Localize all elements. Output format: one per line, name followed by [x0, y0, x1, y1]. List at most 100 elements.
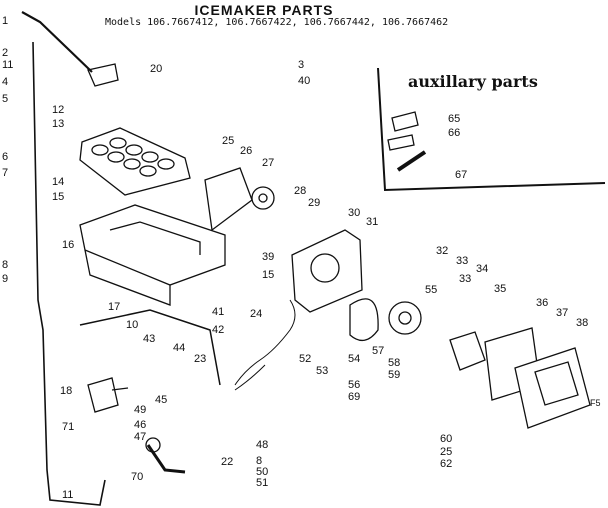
callout-36: 36	[536, 297, 548, 309]
callout-58: 58	[388, 357, 400, 369]
icemaker-housing	[79, 204, 226, 306]
callout-8: 8	[256, 455, 262, 467]
callout-2: 2	[2, 47, 8, 59]
callout-43: 43	[143, 333, 155, 345]
callout-56: 56	[348, 379, 360, 391]
model-numbers: Models 106.7667412, 106.7667422, 106.766…	[105, 17, 449, 28]
callout-44: 44	[173, 342, 185, 354]
timing-cam	[388, 301, 422, 335]
corner-mark: F5	[590, 398, 601, 408]
callout-13: 13	[52, 118, 64, 130]
callout-70: 70	[131, 471, 143, 483]
callout-37: 37	[556, 307, 568, 319]
callout-6: 6	[2, 151, 8, 163]
callout-62: 62	[440, 458, 452, 470]
callout-32: 32	[436, 245, 448, 257]
callout-23: 23	[194, 353, 206, 365]
callout-69: 69	[348, 391, 360, 403]
callout-25: 25	[222, 135, 234, 147]
callout-10: 10	[126, 319, 138, 331]
callout-14: 14	[52, 176, 64, 188]
callout-15: 15	[262, 269, 274, 281]
drive-gear	[251, 186, 275, 210]
callout-60: 60	[440, 433, 452, 445]
callout-9: 9	[2, 273, 8, 285]
callout-51: 51	[256, 477, 268, 489]
callout-12: 12	[52, 104, 64, 116]
callout-7: 7	[2, 167, 8, 179]
callout-49: 49	[134, 404, 146, 416]
ice-mold	[79, 127, 191, 196]
aux-fitting	[387, 134, 415, 151]
holder-cam	[349, 298, 379, 342]
callout-40: 40	[298, 75, 310, 87]
callout-67: 67	[455, 169, 467, 181]
callout-4: 4	[2, 76, 8, 88]
callout-38: 38	[576, 317, 588, 329]
timing-cam-hub	[398, 311, 412, 325]
callout-11: 11	[62, 489, 73, 501]
callout-33: 33	[456, 255, 468, 267]
callout-46: 46	[134, 419, 146, 431]
callout-31: 31	[366, 216, 378, 228]
auxiliary-frame	[377, 67, 606, 192]
inlet-tube	[146, 444, 186, 474]
callout-16: 16	[62, 239, 74, 251]
callout-28: 28	[294, 185, 306, 197]
water-line-top	[21, 11, 93, 73]
callout-41: 41	[212, 306, 224, 318]
callout-65: 65	[448, 113, 460, 125]
callout-35: 35	[494, 283, 506, 295]
callout-54: 54	[348, 353, 360, 365]
callout-50: 50	[256, 466, 268, 478]
tube-nut	[145, 437, 161, 453]
callout-15: 15	[52, 191, 64, 203]
callout-45: 45	[155, 394, 167, 406]
callout-20: 20	[150, 63, 162, 75]
callout-48: 48	[256, 439, 268, 451]
drive-gear-hub	[258, 193, 268, 203]
wiring-harness-lead	[234, 364, 266, 391]
callout-24: 24	[250, 308, 262, 320]
auxiliary-parts-title: auxillary parts	[408, 72, 538, 91]
valve-outlet	[111, 387, 129, 391]
callout-22: 22	[221, 456, 233, 468]
callout-18: 18	[60, 385, 72, 397]
callout-17: 17	[108, 301, 120, 313]
callout-1: 1	[2, 15, 8, 27]
aux-tube	[396, 150, 427, 172]
callout-3: 3	[298, 59, 304, 71]
housing-opening	[310, 253, 340, 283]
fill-cup	[87, 63, 119, 87]
cover-label	[534, 361, 579, 406]
callout-55: 55	[425, 284, 437, 296]
callout-33: 33	[459, 273, 471, 285]
callout-30: 30	[348, 207, 360, 219]
callout-8: 8	[2, 259, 8, 271]
callout-59: 59	[388, 369, 400, 381]
water-line	[32, 41, 106, 506]
callout-66: 66	[448, 127, 460, 139]
aux-valve	[391, 111, 419, 132]
callout-27: 27	[262, 157, 274, 169]
page-title: ICEMAKER PARTS	[194, 2, 334, 18]
callout-26: 26	[240, 145, 252, 157]
callout-5: 5	[2, 93, 8, 105]
callout-42: 42	[212, 324, 224, 336]
shutoff-arm	[79, 309, 221, 386]
callout-11: 11	[2, 59, 13, 71]
callout-34: 34	[476, 263, 488, 275]
water-valve	[87, 377, 119, 413]
motor	[449, 331, 486, 371]
wiring-harness	[234, 299, 296, 386]
callout-71: 71	[62, 421, 74, 433]
callout-25: 25	[440, 446, 452, 458]
cover	[514, 347, 591, 429]
module-housing	[291, 229, 363, 313]
callout-47: 47	[134, 431, 146, 443]
mounting-plate	[204, 167, 253, 232]
callout-52: 52	[299, 353, 311, 365]
